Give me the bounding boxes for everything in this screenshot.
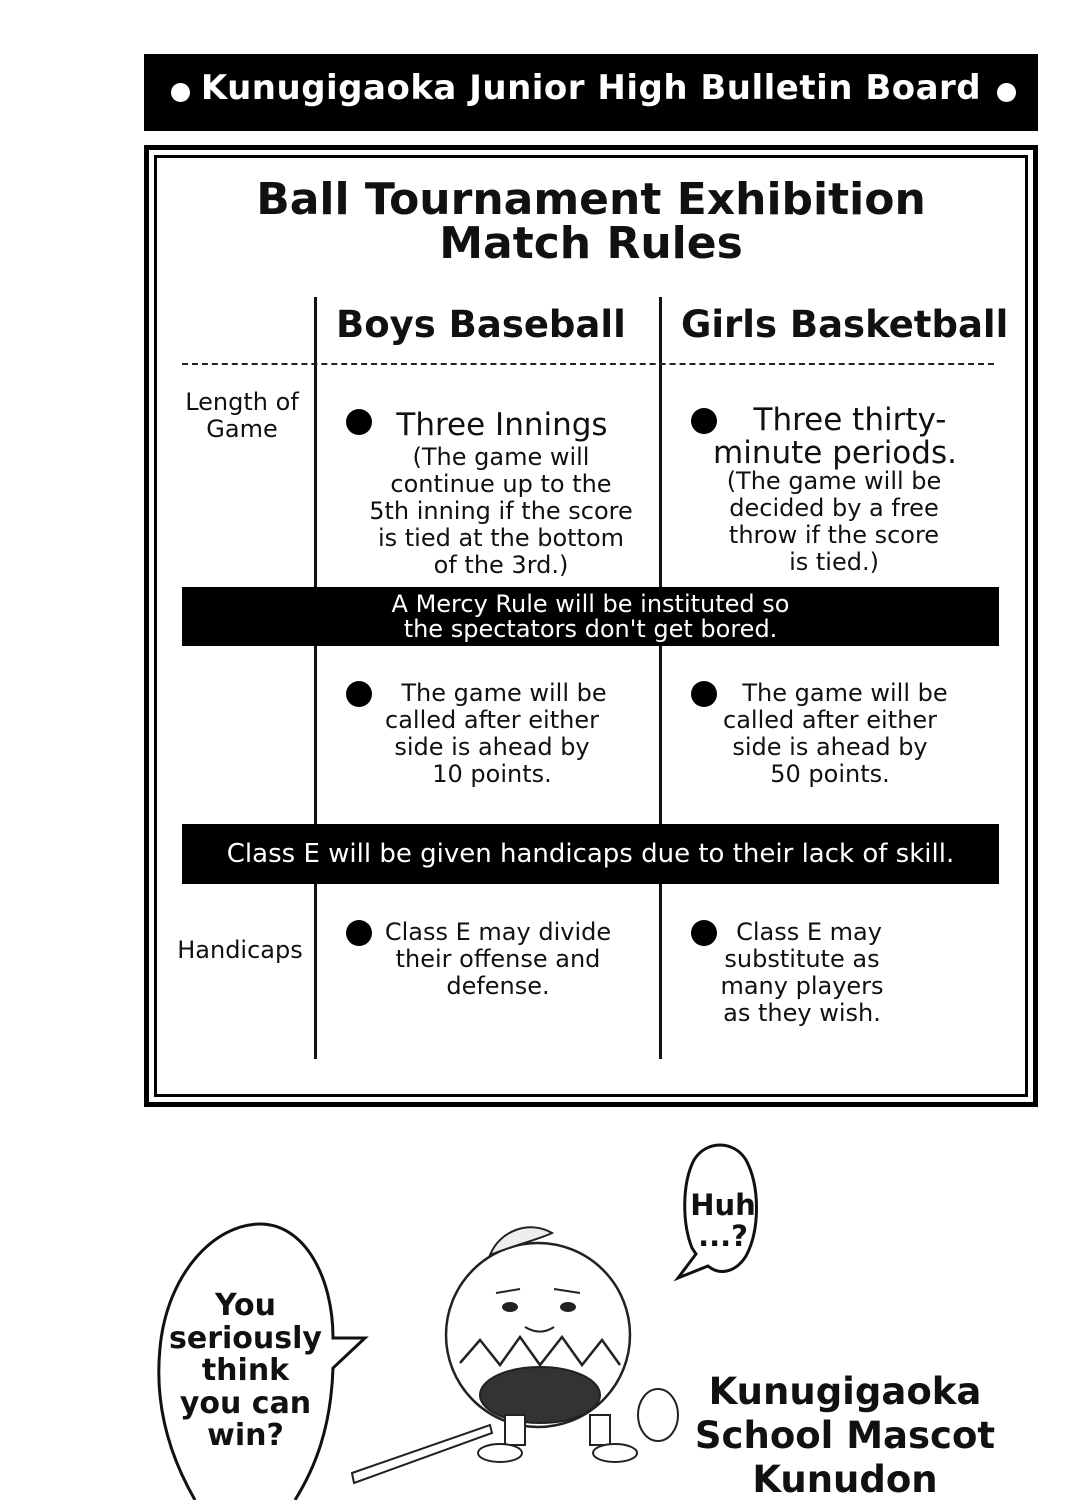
column-header-boys: Boys Baseball xyxy=(336,303,626,346)
column-header-girls: Girls Basketball xyxy=(681,303,1009,346)
girls-handicap: Class E may substitute as many players a… xyxy=(720,918,884,1027)
header-separator xyxy=(182,363,994,365)
bullet-icon xyxy=(691,681,717,707)
banner-title: Kunugigaoka Junior High Bulletin Board xyxy=(200,68,982,108)
mercy-rule-banner: A Mercy Rule will be instituted so the s… xyxy=(182,587,999,646)
mascot-illustration xyxy=(350,1226,679,1485)
column-divider xyxy=(314,297,317,587)
boys-handicap: Class E may divide their offense and def… xyxy=(384,918,612,1000)
bullet-dot-icon xyxy=(997,83,1016,102)
bullet-icon xyxy=(346,681,372,707)
boys-mercy-rule: The game will be called after either sid… xyxy=(385,679,607,788)
row-label-handicaps: Handicaps xyxy=(177,936,303,964)
column-divider xyxy=(659,646,662,824)
speech-bubble-left-shape xyxy=(157,1222,369,1500)
speech-bubble-left-text: You seriously think you can win? xyxy=(169,1288,322,1453)
rules-heading-line2: Match Rules xyxy=(439,218,743,269)
rules-frame-inner xyxy=(154,155,1028,1097)
bullet-icon xyxy=(346,409,372,435)
girls-mercy-rule: The game will be called after either sid… xyxy=(723,679,948,788)
column-divider xyxy=(314,646,317,824)
row-label-length: Length of Game xyxy=(185,388,299,443)
boys-length-main: Three Innings xyxy=(396,407,608,443)
rules-frame xyxy=(144,145,1038,1107)
speech-bubble-right-text: Huh ...? xyxy=(690,1188,756,1253)
girls-length-main: Three thirty- minute periods. xyxy=(713,402,957,471)
bullet-dot-icon xyxy=(171,83,190,102)
handicap-banner: Class E will be given handicaps due to t… xyxy=(182,824,999,884)
column-divider xyxy=(659,884,662,1059)
girls-length-note: (The game will be decided by a free thro… xyxy=(726,467,942,576)
bullet-icon xyxy=(691,408,717,434)
bullet-icon xyxy=(691,920,717,946)
rules-heading-line1: Ball Tournament Exhibition xyxy=(256,174,926,225)
bulletin-banner: Kunugigaoka Junior High Bulletin Board xyxy=(144,54,1038,131)
mascot-caption: Kunugigaoka School Mascot Kunudon xyxy=(694,1370,996,1501)
bullet-icon xyxy=(346,920,372,946)
speech-bubble-right-shape xyxy=(673,1143,758,1282)
boys-length-note: (The game will continue up to the 5th in… xyxy=(369,443,633,579)
column-divider xyxy=(314,884,317,1059)
column-divider xyxy=(659,297,662,587)
